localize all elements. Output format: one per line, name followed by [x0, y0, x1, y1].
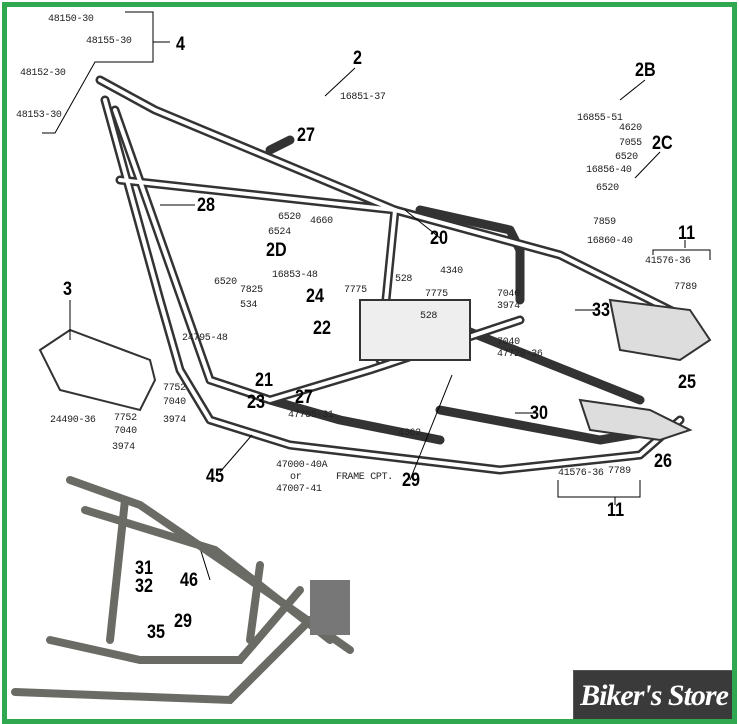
callout-33: 33	[592, 300, 610, 321]
callout-30: 30	[530, 403, 548, 424]
part-number: 7859	[593, 217, 616, 228]
part-number: 47007-41	[276, 484, 322, 495]
callout-27b: 27	[295, 387, 313, 408]
part-number: 16851-37	[340, 92, 386, 103]
part-number: 6520	[278, 212, 301, 223]
part-number: 47720-36	[497, 349, 543, 360]
callout-11b: 11	[607, 500, 625, 521]
part-number: 4340	[440, 266, 463, 277]
part-number: 3974	[497, 301, 520, 312]
part-number: 16855-51	[577, 113, 623, 124]
callout-31: 31	[135, 558, 153, 579]
part-number: or	[290, 472, 302, 483]
part-number: 6524	[268, 227, 291, 238]
part-number: 534	[240, 300, 258, 311]
part-number: 3974	[163, 415, 186, 426]
part-number: 7752	[114, 413, 137, 424]
part-number: 41576-36	[558, 468, 604, 479]
part-number: 6520	[615, 152, 638, 163]
bikers-store-logo: Biker's Store	[573, 670, 735, 722]
part-number: 7775	[344, 285, 367, 296]
callout-35: 35	[147, 622, 165, 643]
callout-46: 46	[180, 570, 198, 591]
part-number: 7040	[497, 289, 520, 300]
part-number: 16856-40	[586, 165, 632, 176]
callout-23: 23	[247, 392, 265, 413]
part-number: 528	[395, 274, 413, 285]
callout-2D: 2D	[266, 240, 287, 261]
part-number: 24795-48	[182, 333, 228, 344]
callout-29: 29	[402, 470, 420, 491]
footboard-bracket	[38, 328, 157, 412]
part-number: 6520	[214, 277, 237, 288]
part-number: 48153-30	[16, 110, 62, 121]
callout-25: 25	[678, 372, 696, 393]
part-number: 16860-40	[587, 236, 633, 247]
part-number: 6520	[596, 183, 619, 194]
part-number: 4362	[398, 428, 421, 439]
part-number: 47000-40A	[276, 460, 328, 471]
part-number: 7040	[497, 337, 520, 348]
callout-4: 4	[176, 34, 185, 55]
part-number: 48152-30	[20, 68, 66, 79]
callout-2B: 2B	[635, 60, 656, 81]
part-number: 7055	[619, 138, 642, 149]
callout-3: 3	[63, 279, 72, 300]
callout-27: 27	[297, 125, 315, 146]
callout-11: 11	[678, 223, 696, 244]
callout-32: 32	[135, 576, 153, 597]
callout-24: 24	[306, 286, 324, 307]
part-number: 7789	[674, 282, 697, 293]
part-number: 48155-30	[86, 36, 132, 47]
callout-20: 20	[430, 228, 448, 249]
frame-photo-plate	[310, 580, 350, 635]
callout-2: 2	[353, 48, 362, 69]
callout-2C: 2C	[652, 133, 673, 154]
battery-tray	[359, 299, 471, 361]
part-number: 7775	[425, 289, 448, 300]
part-number: 47755-31	[288, 410, 334, 421]
frame-photo	[11, 476, 354, 705]
part-number: 41576-36	[645, 256, 691, 267]
part-number: 7789	[608, 466, 631, 477]
part-number: 4660	[310, 216, 333, 227]
callout-29b: 29	[174, 611, 192, 632]
part-number: 3974	[112, 442, 135, 453]
part-number: 528	[420, 311, 438, 322]
part-number: 16853-48	[272, 270, 318, 281]
part-number: 7825	[240, 285, 263, 296]
part-number: 4620	[619, 123, 642, 134]
callout-45: 45	[206, 466, 224, 487]
callout-21: 21	[255, 370, 273, 391]
part-number: 7752	[163, 383, 186, 394]
callout-22: 22	[313, 318, 331, 339]
part-number: 48150-30	[48, 14, 94, 25]
callout-28: 28	[197, 195, 215, 216]
callout-26: 26	[654, 451, 672, 472]
frame-complete-label: FRAME CPT.	[336, 472, 394, 483]
part-number: 7040	[114, 426, 137, 437]
part-number: 24490-36	[50, 415, 96, 426]
part-number: 7040	[163, 397, 186, 408]
